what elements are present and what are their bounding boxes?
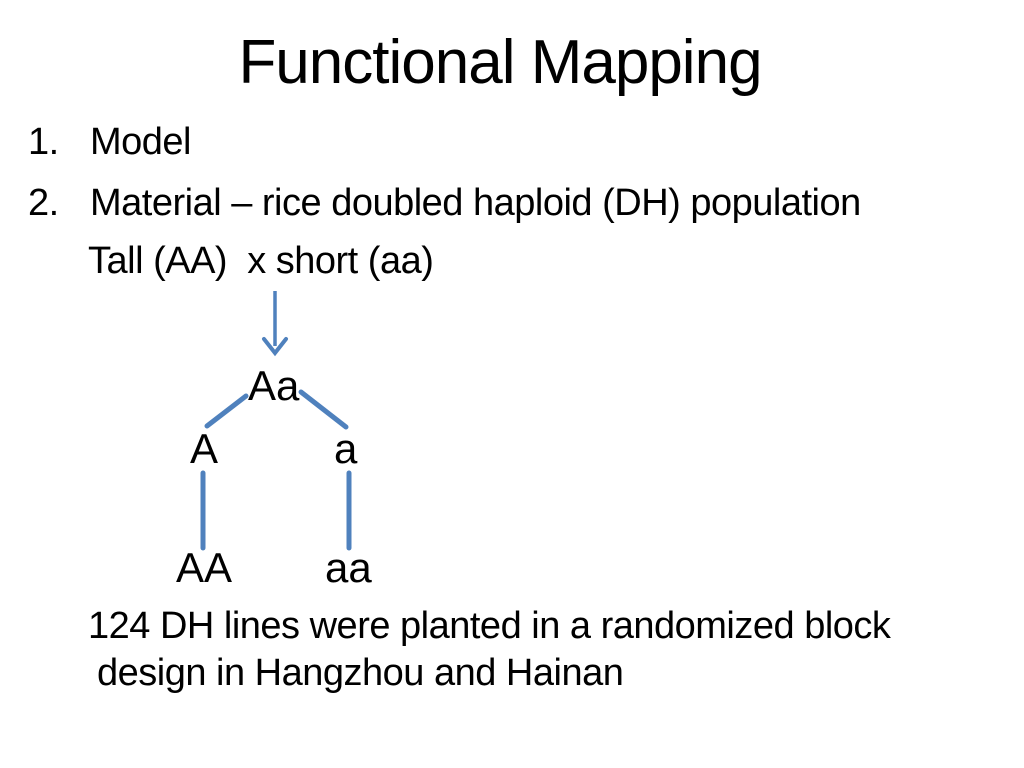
offspring-right-label: aa [325, 544, 372, 591]
list-item-2-number: 2. [28, 182, 59, 224]
list-item-1-label: Model [90, 121, 192, 163]
gamete-left-label: A [190, 425, 219, 472]
branch-line-right [298, 389, 349, 430]
slide-title: Functional Mapping [238, 28, 762, 97]
gamete-right-label: a [334, 425, 358, 472]
list-item-1-number: 1. [28, 121, 59, 163]
f1-genotype-label: Aa [248, 362, 300, 409]
footer-text-line-2: design in Hangzhou and Hainan [97, 652, 624, 694]
list-item-2-label: Material – rice doubled haploid (DH) pop… [90, 182, 861, 224]
offspring-left-label: AA [176, 544, 233, 591]
down-arrow-head-icon [262, 337, 288, 357]
parental-cross-text: Tall (AA) x short (aa) [88, 240, 434, 282]
footer-text-line-1: 124 DH lines were planted in a randomize… [88, 605, 891, 647]
branch-line-left [204, 393, 249, 429]
